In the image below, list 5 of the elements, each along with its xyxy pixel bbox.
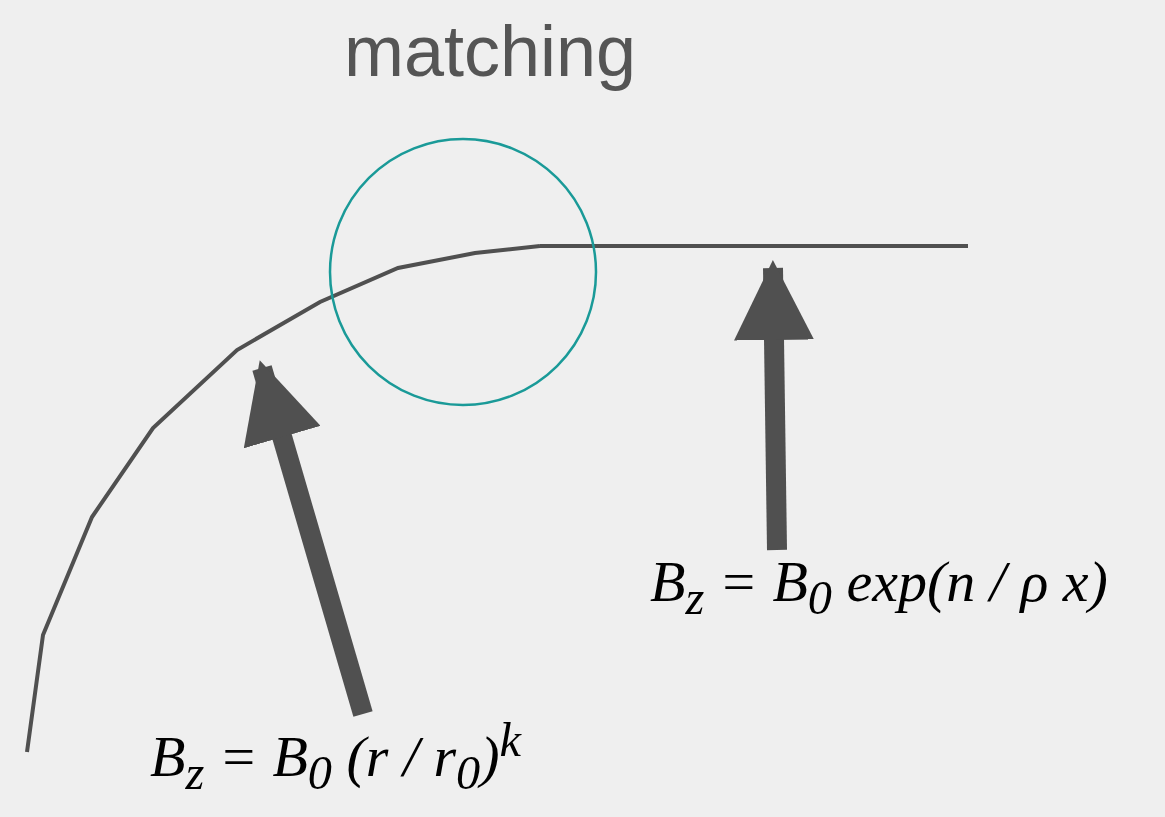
formula: B$_{z}$ = B$_{0}$ exp(n / ρ x) [650,548,1108,625]
formula: B$_{z}$ = B$_{0}$ (r / r$_{0}$)$^{k}$ [150,712,522,800]
title: matching [342,10,638,92]
arrow [243,360,373,717]
arrow [734,260,814,551]
